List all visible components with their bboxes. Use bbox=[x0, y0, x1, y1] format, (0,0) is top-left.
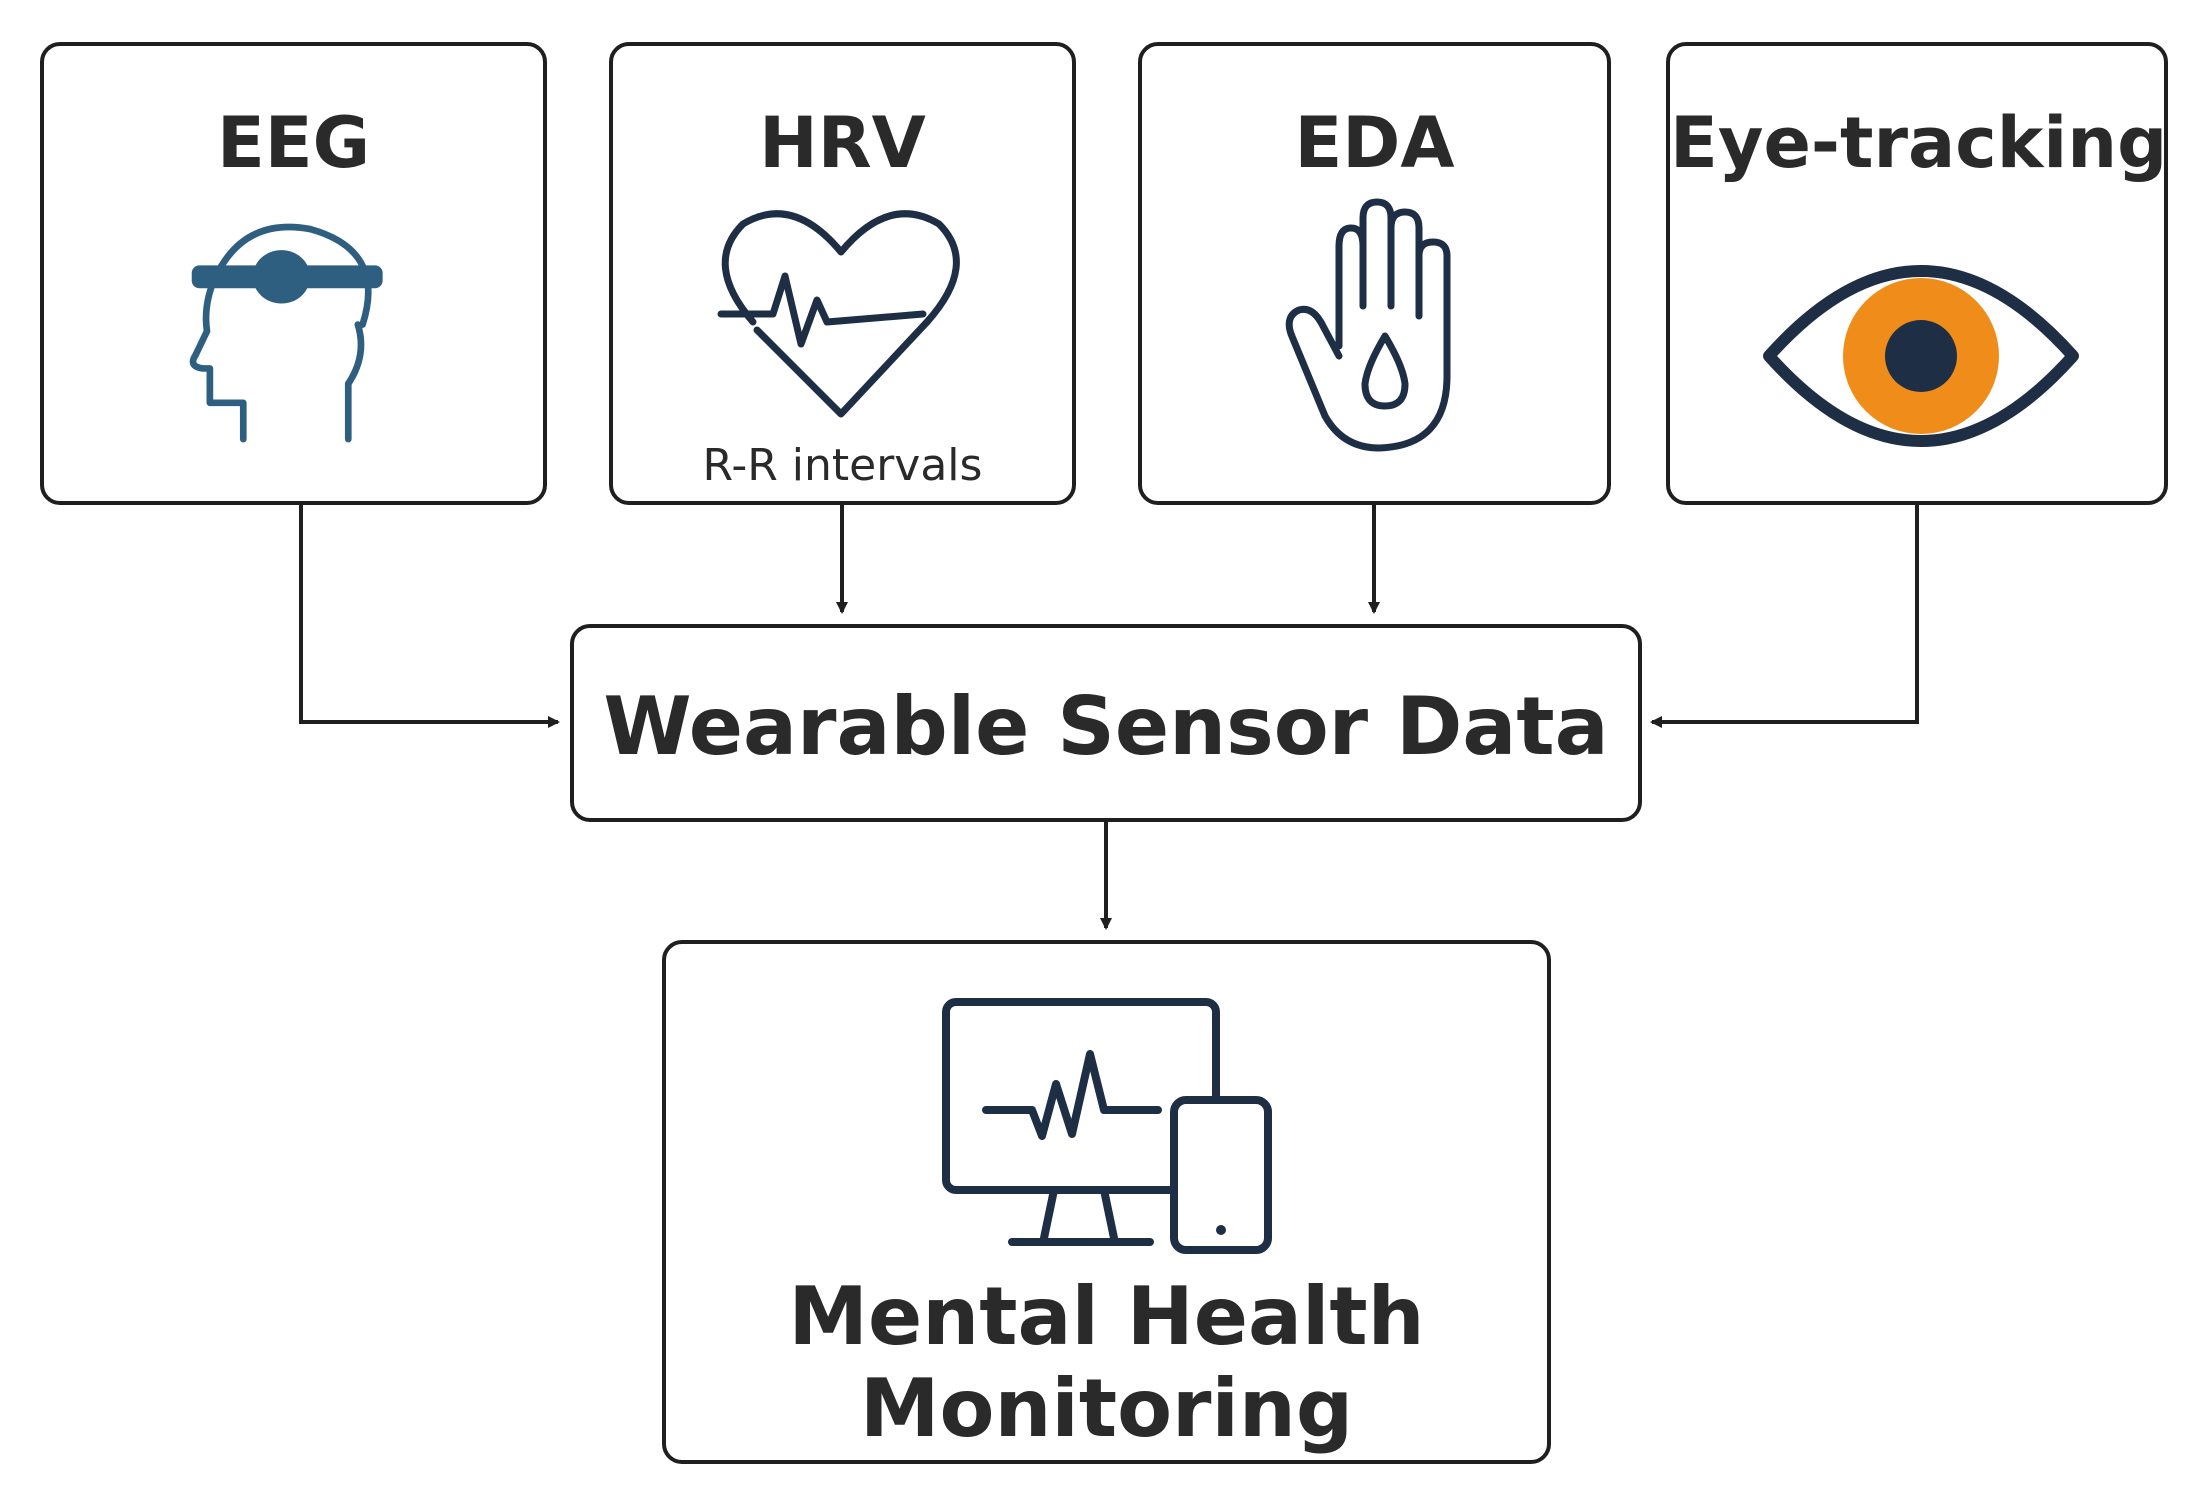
mental-health-monitoring-box: Mental Health Monitoring bbox=[662, 940, 1551, 1464]
hrv-title: HRV bbox=[759, 102, 926, 184]
eye-tracking-title: Eye-tracking bbox=[1670, 102, 2168, 184]
eye-icon bbox=[1763, 265, 2079, 447]
eye-tracking-box: Eye-tracking bbox=[1666, 42, 2168, 505]
wearable-sensor-data-box: Wearable Sensor Data bbox=[570, 624, 1642, 822]
heart-pulse-icon bbox=[717, 210, 960, 418]
arrow-eeg-to-hub bbox=[299, 505, 560, 728]
output-title-line2: Monitoring bbox=[859, 1362, 1354, 1455]
eeg-title: EEG bbox=[216, 102, 371, 184]
eeg-box: EEG bbox=[40, 42, 547, 505]
arrow-eye-to-hub bbox=[1650, 505, 1919, 728]
hub-title: Wearable Sensor Data bbox=[603, 680, 1609, 773]
monitor-phone-icon bbox=[942, 998, 1272, 1254]
eeg-headset-icon bbox=[189, 223, 383, 443]
hrv-box: HRV R-R intervals bbox=[609, 42, 1076, 505]
eda-box: EDA bbox=[1138, 42, 1611, 505]
hand-droplet-icon bbox=[1285, 198, 1451, 452]
hrv-subtitle: R-R intervals bbox=[702, 440, 983, 491]
output-title-line1: Mental Health bbox=[788, 1270, 1425, 1363]
eda-title: EDA bbox=[1294, 102, 1455, 184]
